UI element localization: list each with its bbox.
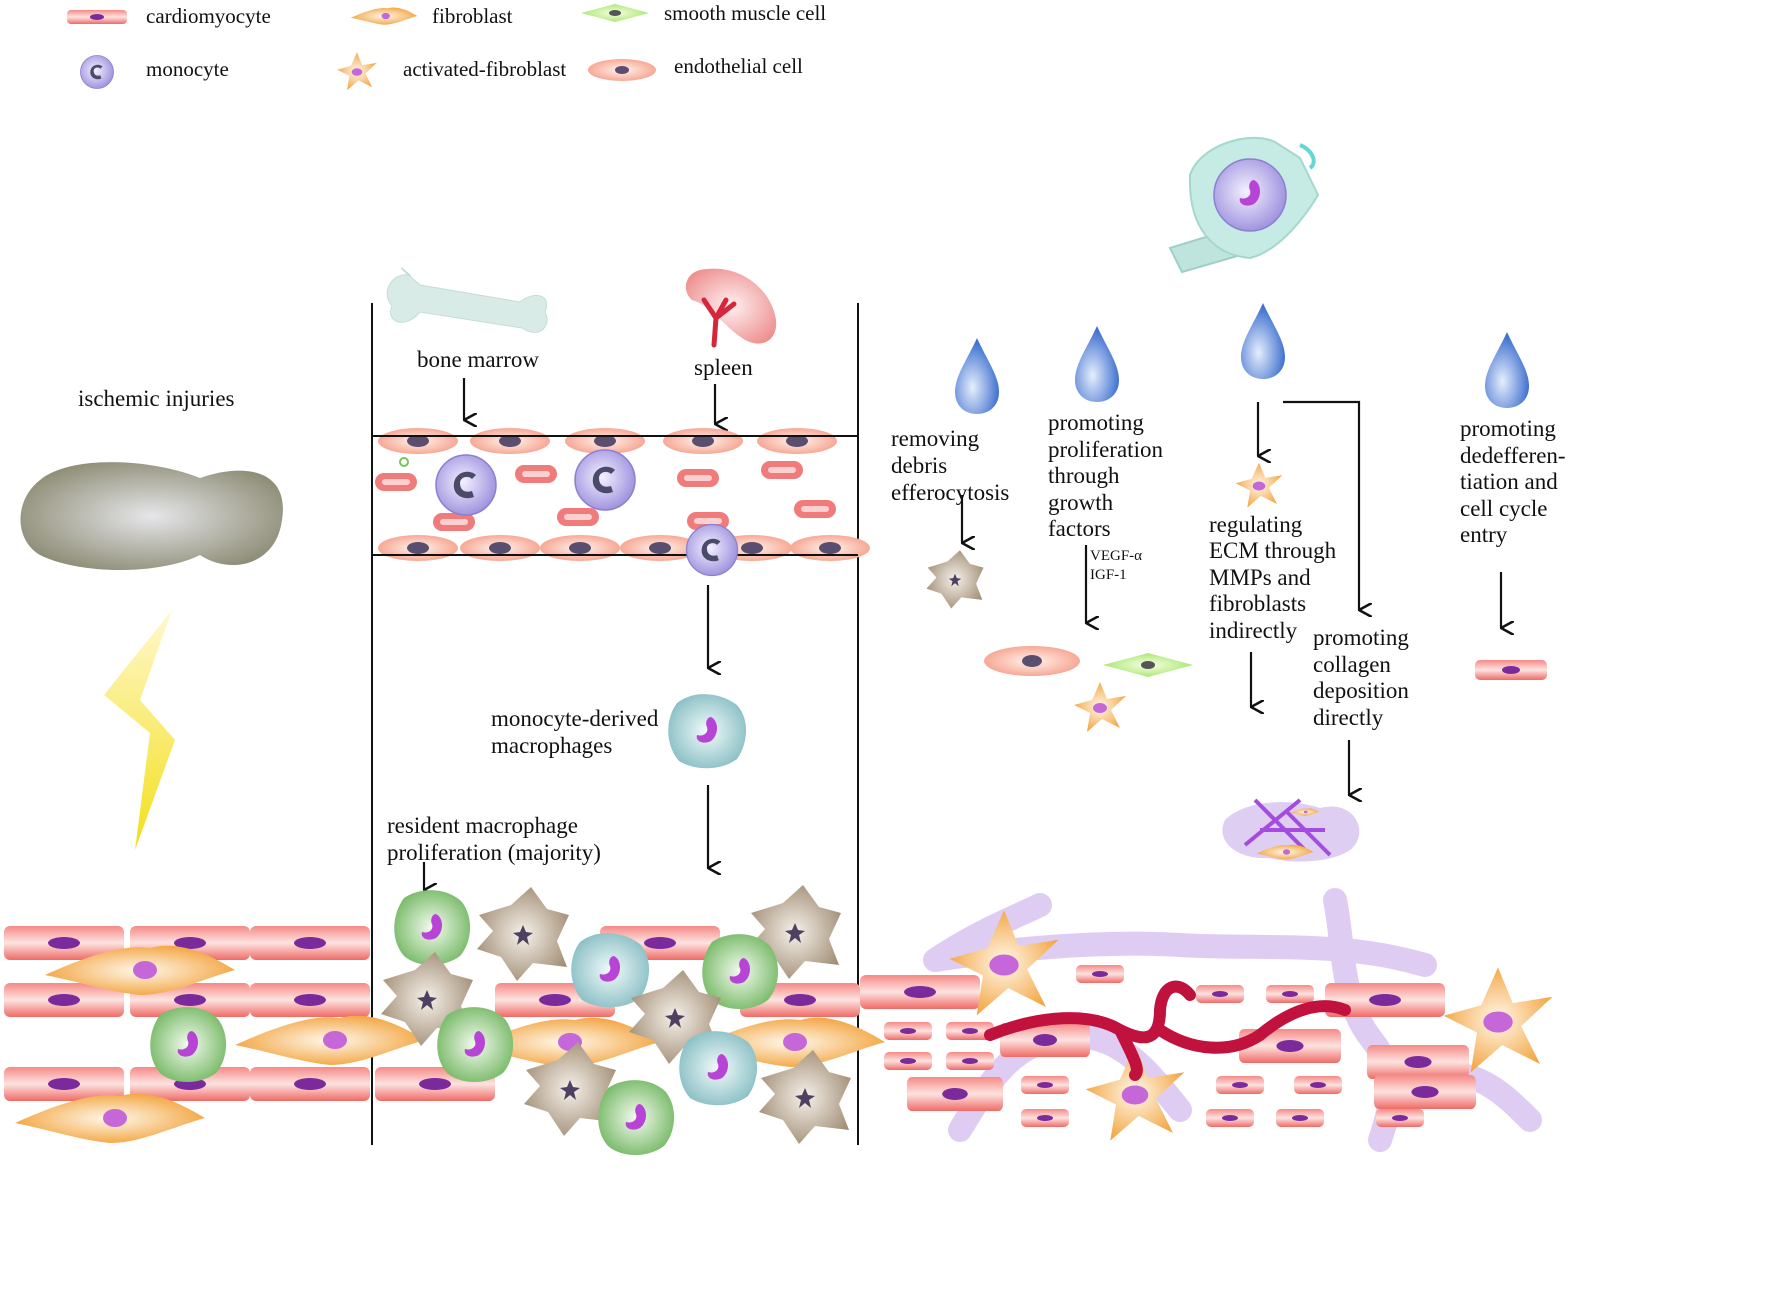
legend-smooth-muscle-label: smooth muscle cell <box>664 1 827 25</box>
legend-monocyte-label: monocyte <box>146 57 229 81</box>
legend <box>67 4 656 91</box>
activated-fibroblast-target-2 <box>1235 462 1283 508</box>
tissue-middle <box>375 885 885 1155</box>
mdm-label-line1: monocyte-derived <box>491 706 659 731</box>
bone-icon <box>386 267 548 333</box>
ischemia-blob <box>20 462 283 570</box>
endothelium-bottom <box>378 535 870 561</box>
spleen-icon <box>685 268 777 348</box>
legend-monocyte-icon <box>80 55 114 89</box>
cardiomyocyte-target <box>1475 660 1547 680</box>
vegf-label: VEGF-α <box>1090 548 1143 564</box>
tissue-left <box>4 926 425 1143</box>
legend-fibroblast-label: fibroblast <box>432 4 513 28</box>
legend-fibroblast-icon <box>350 7 418 25</box>
droplet-icon-1 <box>955 338 999 414</box>
legend-activated-fibroblast-label: activated-fibroblast <box>403 57 567 81</box>
tissue-right <box>860 888 1553 1152</box>
resident-label-line1: resident macrophage <box>387 813 578 838</box>
legend-activated-fibroblast-icon <box>337 52 377 91</box>
arrow-collagen-branch <box>1283 400 1359 610</box>
monocyte-transmigrating <box>685 523 739 577</box>
droplet-icon-4 <box>1485 332 1529 408</box>
legend-endothelial-icon <box>588 59 656 81</box>
lightning-bolt-icon <box>104 610 175 850</box>
ischemic-injuries-label: ischemic injuries <box>78 386 235 411</box>
legend-endothelial-label: endothelial cell <box>674 54 803 78</box>
monocyte-derived-macrophage <box>668 694 747 769</box>
activated-fibroblast-target-1 <box>1074 682 1126 732</box>
monocyte-in-vessel-2 <box>574 449 636 511</box>
droplet-icon-2 <box>1075 326 1119 402</box>
resident-label-line2: proliferation (majority) <box>387 840 601 865</box>
spleen-label: spleen <box>694 355 753 380</box>
droplet-icon-3 <box>1241 303 1285 379</box>
legend-smooth-muscle-icon <box>581 4 649 22</box>
blood-vessel <box>372 428 870 577</box>
mdm-label-line2: macrophages <box>491 733 613 758</box>
legend-cardiomyocyte-label: cardiomyocyte <box>146 4 271 28</box>
igf-label: IGF-1 <box>1090 567 1127 583</box>
monocyte-in-vessel-1 <box>435 454 497 516</box>
legend-cardiomyocyte-icon <box>67 10 127 24</box>
collagen-deposition-icon <box>1222 798 1360 862</box>
bone-marrow-label: bone marrow <box>417 347 539 372</box>
endothelial-cell-target <box>984 646 1080 676</box>
smooth-muscle-target <box>1103 653 1193 677</box>
efferocytosis-macrophage-icon <box>926 550 984 609</box>
macrophage-secreting-icon <box>1168 136 1320 274</box>
